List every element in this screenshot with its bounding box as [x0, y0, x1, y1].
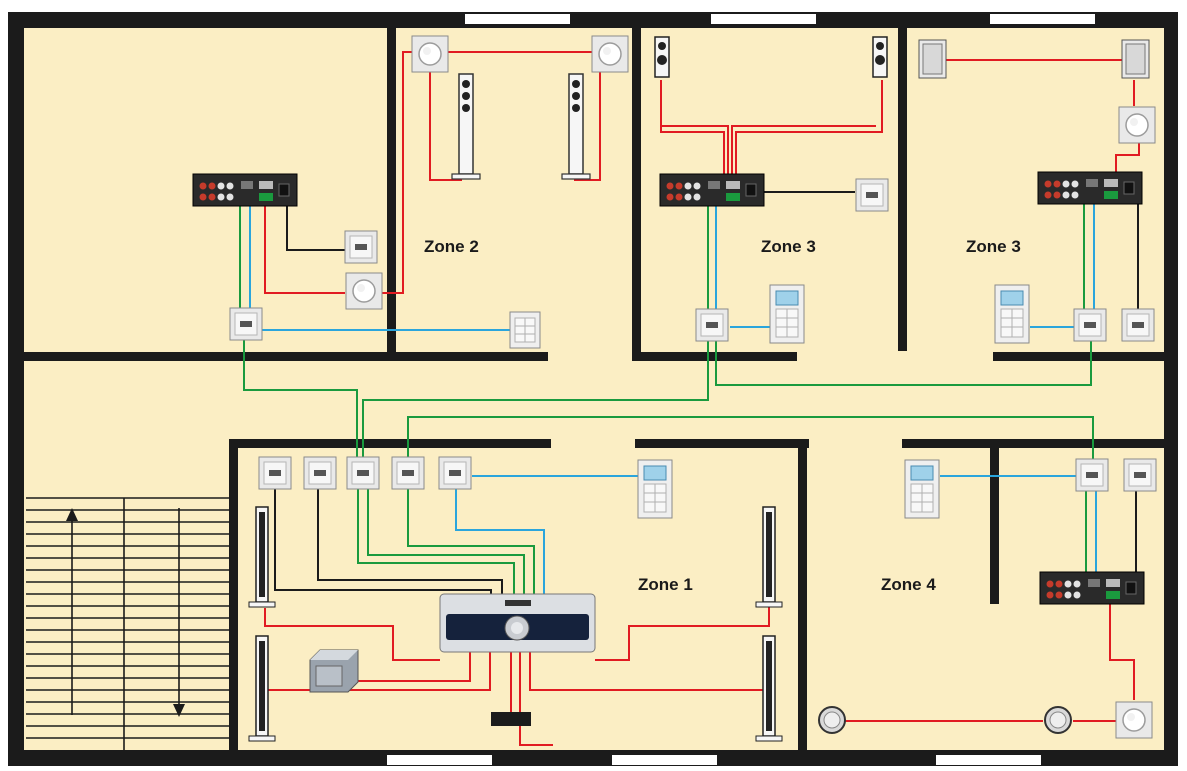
amplifier-icon [659, 173, 765, 207]
floor-speaker-icon [248, 506, 276, 608]
power-outlet-icon [855, 178, 889, 212]
subwoofer-icon [309, 649, 359, 693]
ceiling-speaker-icon [1121, 39, 1150, 79]
arrow-up-icon [66, 508, 78, 521]
network-outlet-icon [1075, 458, 1109, 492]
floor-speaker-icon [561, 73, 591, 180]
floor-speaker-icon [755, 635, 783, 742]
floor-speaker-icon [451, 73, 481, 180]
zone-label: Zone 2 [424, 237, 479, 256]
ceiling-speaker-icon [1044, 706, 1072, 734]
power-outlet-icon [258, 456, 292, 490]
bookshelf-speaker-icon [872, 36, 888, 78]
volume-control-icon [345, 272, 383, 310]
windows [387, 14, 1095, 765]
power-outlet-icon [344, 230, 378, 264]
keypad-icon [637, 459, 673, 519]
floor-speaker-icon [755, 506, 783, 608]
volume-control-icon [591, 35, 629, 73]
volume-control-icon [411, 35, 449, 73]
volume-control-icon [1115, 701, 1153, 739]
zone-label: Zone 1 [638, 575, 693, 594]
power-outlet-icon [1123, 458, 1157, 492]
window [465, 14, 570, 24]
center-speaker-icon [491, 712, 531, 726]
window [387, 755, 492, 765]
power-outlet-icon [1121, 308, 1155, 342]
network-outlet-icon [695, 308, 729, 342]
window [936, 755, 1041, 765]
zone-label: Zone 4 [881, 575, 936, 594]
network-outlet-icon [391, 456, 425, 490]
receiver-icon [439, 593, 596, 653]
keypad-icon [509, 311, 541, 349]
network-cables [239, 190, 1094, 594]
network-outlet-icon [229, 307, 263, 341]
window [990, 14, 1095, 24]
amplifier-icon [192, 173, 298, 207]
ceiling-speaker-icon [818, 706, 846, 734]
keypad-icon [904, 459, 940, 519]
arrow-down-icon [173, 704, 185, 717]
antenna-outlet-icon [303, 456, 337, 490]
window [612, 755, 717, 765]
power-cables [274, 191, 1139, 594]
network-outlet-icon [346, 456, 380, 490]
keypad-icon [769, 284, 805, 344]
network-outlet-icon [1073, 308, 1107, 342]
zone-label: Zone 3 [761, 237, 816, 256]
bookshelf-speaker-icon [654, 36, 670, 78]
ceiling-speaker-icon [918, 39, 947, 79]
floor-speaker-icon [248, 635, 276, 742]
keypad-bus-cables [249, 190, 1097, 594]
staircase [26, 497, 229, 750]
interior-walls [24, 28, 1164, 750]
volume-control-icon [1118, 106, 1156, 144]
zone-label: Zone 3 [966, 237, 1021, 256]
amplifier-icon [1037, 171, 1143, 205]
keypad-icon [994, 284, 1030, 344]
network-outlet-icon [438, 456, 472, 490]
window [711, 14, 816, 24]
amplifier-icon [1039, 571, 1145, 605]
